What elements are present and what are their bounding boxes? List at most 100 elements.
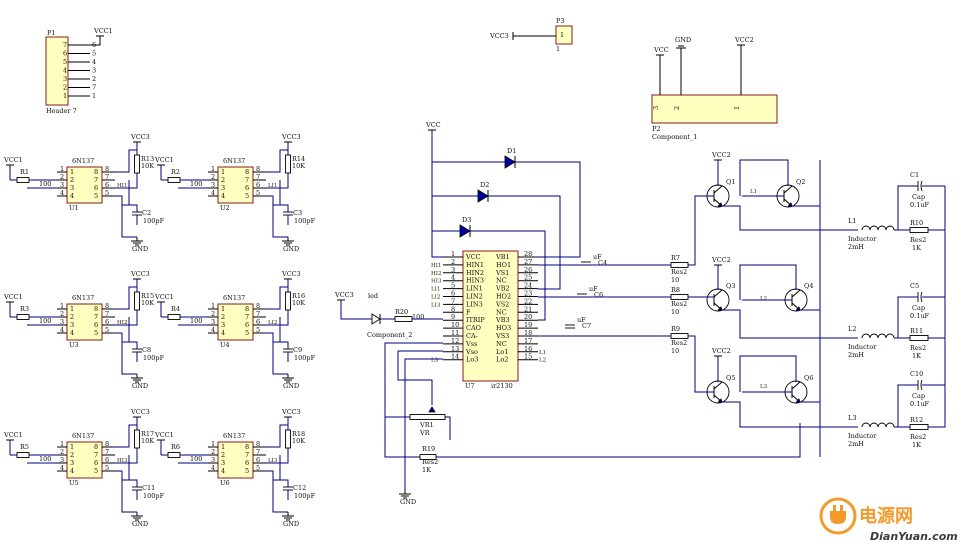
watermark-plug-prong xyxy=(840,505,843,511)
gate-resistor xyxy=(670,333,689,339)
driver-pin-num: 9 xyxy=(451,313,455,321)
driver-ref: U7 xyxy=(465,382,475,390)
opto-body xyxy=(66,303,103,341)
driver-pin-num: 27 xyxy=(524,258,532,266)
wire xyxy=(928,385,946,428)
driver-pin-name: Lo3 xyxy=(466,356,478,364)
opto-rpull-val: 10K xyxy=(292,162,305,170)
p1-pin-side: 5 xyxy=(92,50,96,58)
opto-pin: 6 xyxy=(105,456,109,464)
wire xyxy=(739,264,797,300)
driver-pin-name: LIN2 xyxy=(466,293,483,301)
driver-pin-name: HO2 xyxy=(496,293,511,301)
diode-symbol xyxy=(459,224,471,238)
driver-pin-num: 8 xyxy=(451,305,455,313)
opto-pin-in: 1 xyxy=(221,305,225,313)
driver-pin-name: HO1 xyxy=(496,261,511,269)
opto-pin: 2 xyxy=(60,173,64,181)
driver-pin-num: 16 xyxy=(524,345,532,353)
opto-rpull-val: 10K xyxy=(141,299,154,307)
driver-pin-name: HIN1 xyxy=(466,261,484,269)
led-vcc3: VCC3 xyxy=(334,291,354,299)
opto-pin-in: 1 xyxy=(70,305,74,313)
opto-pin: 3 xyxy=(60,456,64,464)
driver-pin-num: 2 xyxy=(451,258,455,266)
wire xyxy=(266,448,289,464)
opto-pin-in: 8 xyxy=(245,168,249,176)
opto-pin: 7 xyxy=(256,310,260,318)
opto-pin-in: 4 xyxy=(70,329,74,337)
opto-pin: 1 xyxy=(211,165,215,173)
r20-val: 100 xyxy=(412,313,424,321)
opto-pin-in: 1 xyxy=(70,443,74,451)
ground-label: GND xyxy=(132,520,148,528)
driver-pin-num: 28 xyxy=(524,250,532,258)
bootstrap-cap-val: uF xyxy=(577,316,586,324)
p2-pin-num: 3 xyxy=(652,106,660,110)
opto-ref: U6 xyxy=(220,479,230,487)
driver-pin-name: Vso xyxy=(465,348,478,356)
opto-pin-in: 5 xyxy=(245,192,249,200)
led-name: Component_2 xyxy=(367,331,412,339)
opto-part: 6N137 xyxy=(223,432,245,440)
gate-res-v2: 10 xyxy=(671,276,679,284)
inductor-coil xyxy=(861,422,895,428)
p3-pin-below: 1 xyxy=(556,45,560,53)
vr1-ref: VR1 xyxy=(419,421,434,429)
opto-body xyxy=(66,166,103,204)
inductor-name: Inductor xyxy=(848,432,877,440)
r19-v2: 1K xyxy=(422,466,431,474)
driver-pin-name: VCC xyxy=(465,253,481,261)
output-res-val: 1K xyxy=(912,441,921,449)
q5-vcc2: VCC2 xyxy=(711,347,731,355)
driver-pin-num: 25 xyxy=(524,274,532,282)
transistor-collector xyxy=(791,381,801,390)
driver-part: ir2130 xyxy=(491,382,513,390)
driver-pin-name: HIN3 xyxy=(466,277,484,285)
output-cap xyxy=(920,291,923,303)
p1-vcc: VCC1 xyxy=(93,27,113,35)
opto-rin-val: 100 xyxy=(39,455,51,463)
wire xyxy=(897,384,918,427)
wire xyxy=(739,355,797,392)
driver-pin-name: CA- xyxy=(466,332,478,340)
inductor-name: Inductor xyxy=(848,343,877,351)
opto-pin: 6 xyxy=(105,181,109,189)
ground-label: GND xyxy=(283,245,299,253)
opto-pin-in: 3 xyxy=(70,459,74,467)
transistor-collector xyxy=(713,185,723,194)
opto-out-net: HI2 xyxy=(117,320,127,326)
opto-out-net: LI2 xyxy=(268,320,277,326)
driver-net: HI1 xyxy=(431,263,441,269)
opto-pin: 7 xyxy=(105,173,109,181)
bootstrap-cap-val: uF xyxy=(593,253,602,261)
opto-part: 6N137 xyxy=(223,294,245,302)
output-cap-name: Cap xyxy=(912,392,925,400)
driver-pin-num: 15 xyxy=(524,353,532,361)
opto-pin-in: 4 xyxy=(70,192,74,200)
driver-pin-name: HIN2 xyxy=(466,269,484,277)
p3-pin: 1 xyxy=(560,31,564,39)
wire xyxy=(115,448,138,464)
opto-cap-val: 100pF xyxy=(294,217,316,225)
p1-pin-num: 1 xyxy=(63,92,67,100)
opto-pin-in: 3 xyxy=(221,459,225,467)
opto-pin-in: 7 xyxy=(94,313,98,321)
driver-pin-num: 11 xyxy=(451,329,459,337)
wire xyxy=(340,300,372,320)
inductor-name: Inductor xyxy=(848,235,877,243)
opto-pin: 7 xyxy=(256,448,260,456)
driver-body xyxy=(462,250,519,382)
p3-ref: P3 xyxy=(556,17,565,25)
opto-ref: U1 xyxy=(69,204,79,212)
output-cap-ref: C5 xyxy=(910,282,919,290)
opto-vcc-in: VCC1 xyxy=(3,156,23,164)
opto-pin: 2 xyxy=(60,310,64,318)
opto-pin-in: 4 xyxy=(221,192,225,200)
wire xyxy=(266,310,289,326)
vr1-wiper xyxy=(428,406,436,413)
opto-input-resistor xyxy=(167,452,181,458)
opto-rin-val: 100 xyxy=(190,180,202,188)
opto-body xyxy=(217,166,254,204)
